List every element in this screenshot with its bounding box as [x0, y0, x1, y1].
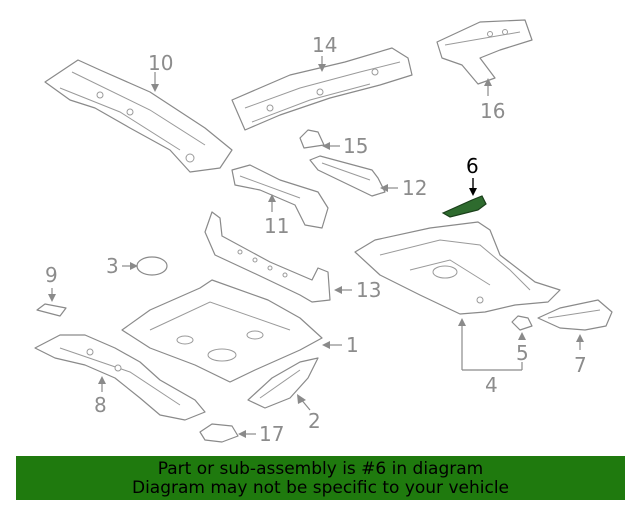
part-4-rear-floor: [354, 221, 561, 315]
part-1-floor-pan: [121, 279, 323, 383]
label-13: 13: [356, 278, 381, 302]
label-10: 10: [148, 51, 173, 75]
label-16: 16: [480, 99, 505, 123]
parts-diagram: 10 14 16 15 12 6 11 3 13 9 1 8 2 17 4 5 …: [34, 19, 613, 446]
info-banner: Part or sub-assembly is #6 in diagram Di…: [16, 456, 625, 500]
label-1: 1: [346, 333, 359, 357]
part-12-strip: [309, 155, 386, 197]
part-3-plug: [136, 256, 168, 276]
label-14: 14: [312, 33, 337, 57]
label-12: 12: [402, 176, 427, 200]
label-5: 5: [516, 341, 529, 365]
part-8-left-rear-rail: [34, 334, 206, 421]
part-16-bracket: [436, 19, 533, 85]
part-13-rear-crossmember: [204, 211, 331, 303]
part-6-highlighted: [441, 195, 487, 218]
part-17-plate: [199, 423, 239, 443]
part-9-pad: [36, 303, 67, 317]
part-10-side-rail: [44, 59, 233, 173]
part-5-clip: [511, 315, 533, 331]
part-11-crossmember: [231, 164, 329, 229]
label-8: 8: [94, 393, 107, 417]
label-15: 15: [343, 134, 368, 158]
label-17: 17: [259, 422, 284, 446]
part-2-bracket: [247, 357, 319, 409]
label-4: 4: [485, 373, 498, 397]
leader-lines: [48, 56, 584, 438]
part-14-upper-rail: [231, 47, 413, 131]
label-6: 6: [466, 154, 479, 178]
part-15-clip: [299, 129, 325, 149]
banner-line-2: Diagram may not be specific to your vehi…: [131, 478, 509, 498]
label-3: 3: [106, 254, 119, 278]
part-labels: 10 14 16 15 12 6 11 3 13 9 1 8 2 17 4 5 …: [45, 33, 587, 446]
label-2: 2: [308, 409, 321, 433]
label-11: 11: [264, 214, 289, 238]
part-7-extension: [537, 299, 613, 331]
label-7: 7: [574, 353, 587, 377]
banner-line-1: Part or sub-assembly is #6 in diagram: [157, 459, 484, 479]
label-9: 9: [45, 263, 58, 287]
